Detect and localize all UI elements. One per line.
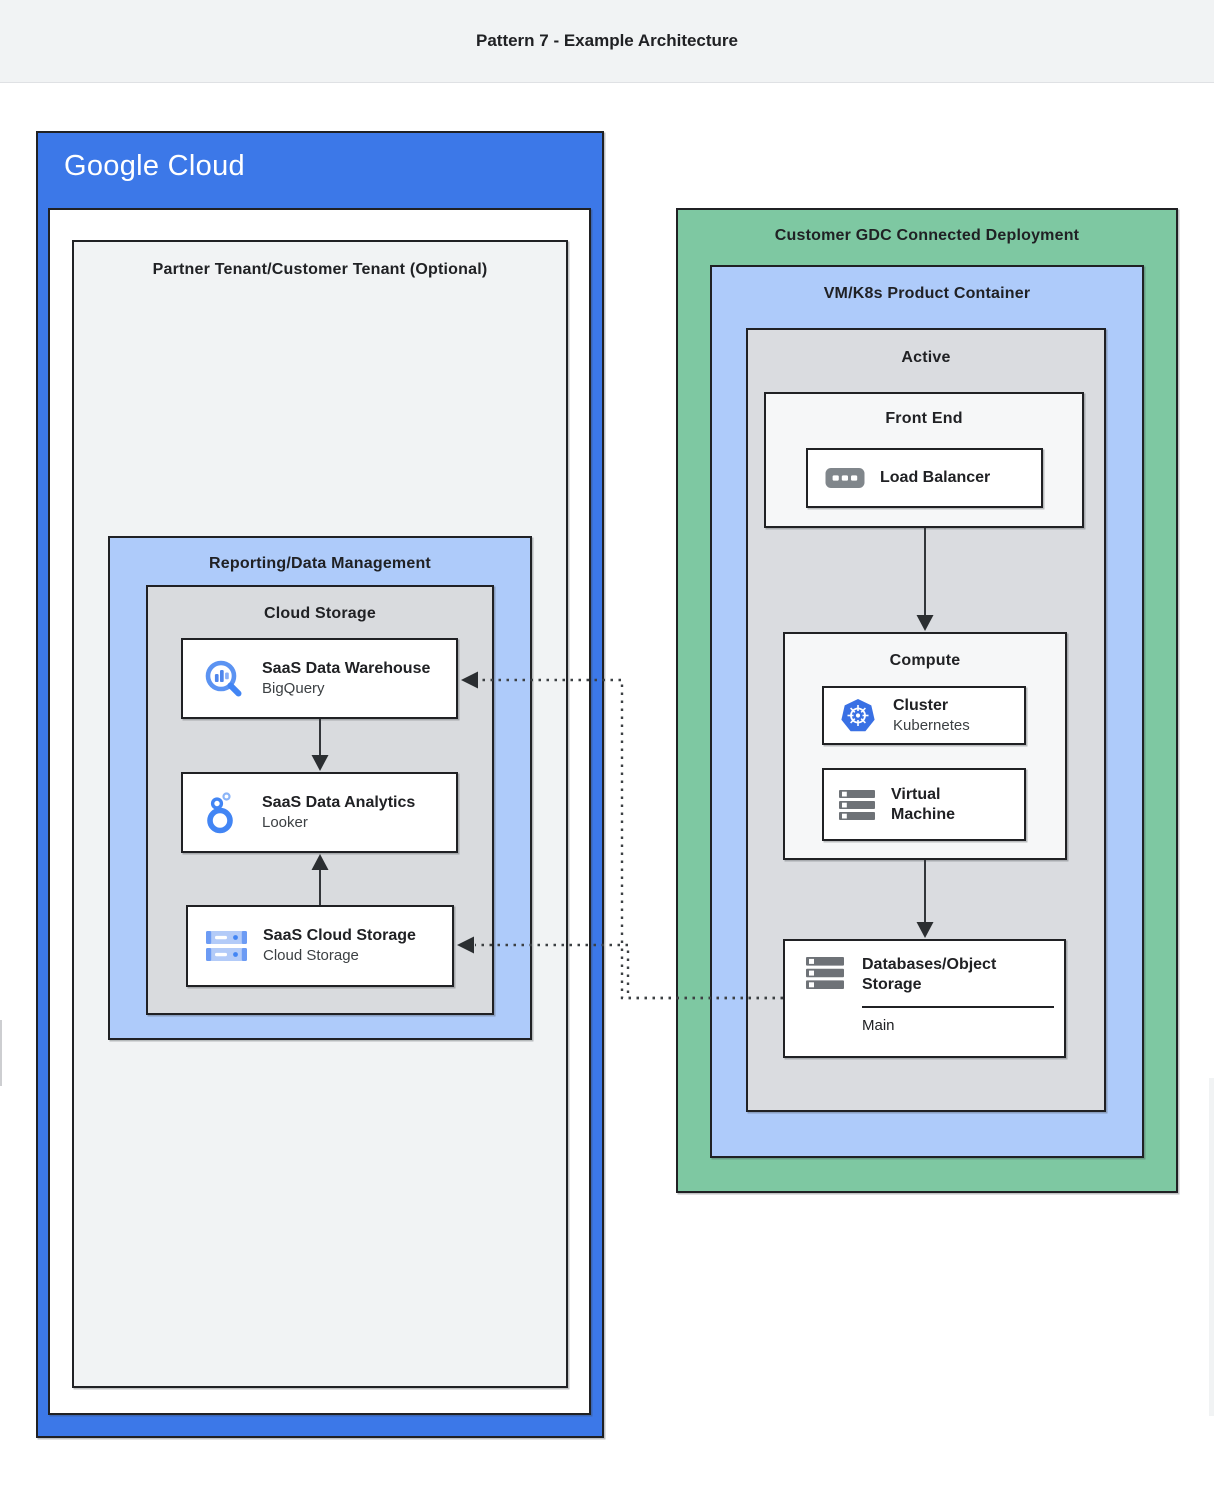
storage-servers-icon <box>805 956 845 995</box>
saas-data-warehouse-subtitle: BigQuery <box>262 679 325 697</box>
kubernetes-icon <box>836 694 880 738</box>
cluster-card: Cluster Kubernetes <box>822 686 1026 745</box>
load-balancer-title: Load Balancer <box>880 469 991 486</box>
header-bar: Pattern 7 - Example Architecture <box>0 0 1214 83</box>
front-end-title: Front End <box>885 410 963 427</box>
databases-top-row: Databases/Object Storage <box>805 955 1064 995</box>
load-balancer-icon <box>825 467 865 489</box>
looker-icon <box>201 790 247 836</box>
load-balancer-card: Load Balancer <box>806 448 1043 508</box>
bigquery-icon <box>201 656 247 702</box>
saas-cloud-storage-text: SaaS Cloud Storage Cloud Storage <box>263 926 416 966</box>
databases-divider <box>862 1006 1054 1008</box>
saas-data-warehouse-text: SaaS Data Warehouse BigQuery <box>262 659 430 699</box>
saas-data-analytics-title: SaaS Data Analytics <box>262 793 416 811</box>
saas-data-analytics-text: SaaS Data Analytics Looker <box>262 793 415 833</box>
cloud-storage-group-title: Cloud Storage <box>264 605 376 622</box>
compute-title: Compute <box>889 652 961 669</box>
cluster-text: Cluster Kubernetes <box>893 696 970 736</box>
gdc-deployment-title: Customer GDC Connected Deployment <box>774 227 1080 244</box>
saas-data-warehouse-card: SaaS Data Warehouse BigQuery <box>181 638 458 719</box>
saas-cloud-storage-title: SaaS Cloud Storage <box>263 927 416 944</box>
virtual-machine-card: Virtual Machine <box>822 768 1026 841</box>
google-cloud-logo: Google Cloud <box>64 150 245 182</box>
virtual-machine-icon <box>838 789 876 821</box>
cloud-storage-icon <box>204 930 249 963</box>
active-title: Active <box>901 349 951 366</box>
saas-data-warehouse-title: SaaS Data Warehouse <box>262 659 431 677</box>
saas-data-analytics-card: SaaS Data Analytics Looker <box>181 772 458 853</box>
databases-main-label: Main <box>862 1017 895 1034</box>
saas-cloud-storage-card: SaaS Cloud Storage Cloud Storage <box>186 905 454 987</box>
right-edge-mark <box>1209 1078 1214 1416</box>
reporting-title: Reporting/Data Management <box>209 555 431 572</box>
saas-data-analytics-subtitle: Looker <box>262 813 308 831</box>
partner-tenant-title: Partner Tenant/Customer Tenant (Optional… <box>152 261 488 278</box>
databases-title: Databases/Object Storage <box>862 956 997 993</box>
left-edge-mark <box>0 1020 2 1086</box>
virtual-machine-title: Virtual Machine <box>891 785 956 823</box>
cluster-subtitle: Kubernetes <box>893 716 970 734</box>
databases-object-storage-card: Databases/Object Storage Main <box>783 939 1066 1058</box>
page-title: Pattern 7 - Example Architecture <box>475 31 738 50</box>
cluster-title: Cluster <box>893 696 949 714</box>
vm-k8s-title: VM/K8s Product Container <box>823 285 1031 302</box>
saas-cloud-storage-subtitle: Cloud Storage <box>263 947 359 964</box>
